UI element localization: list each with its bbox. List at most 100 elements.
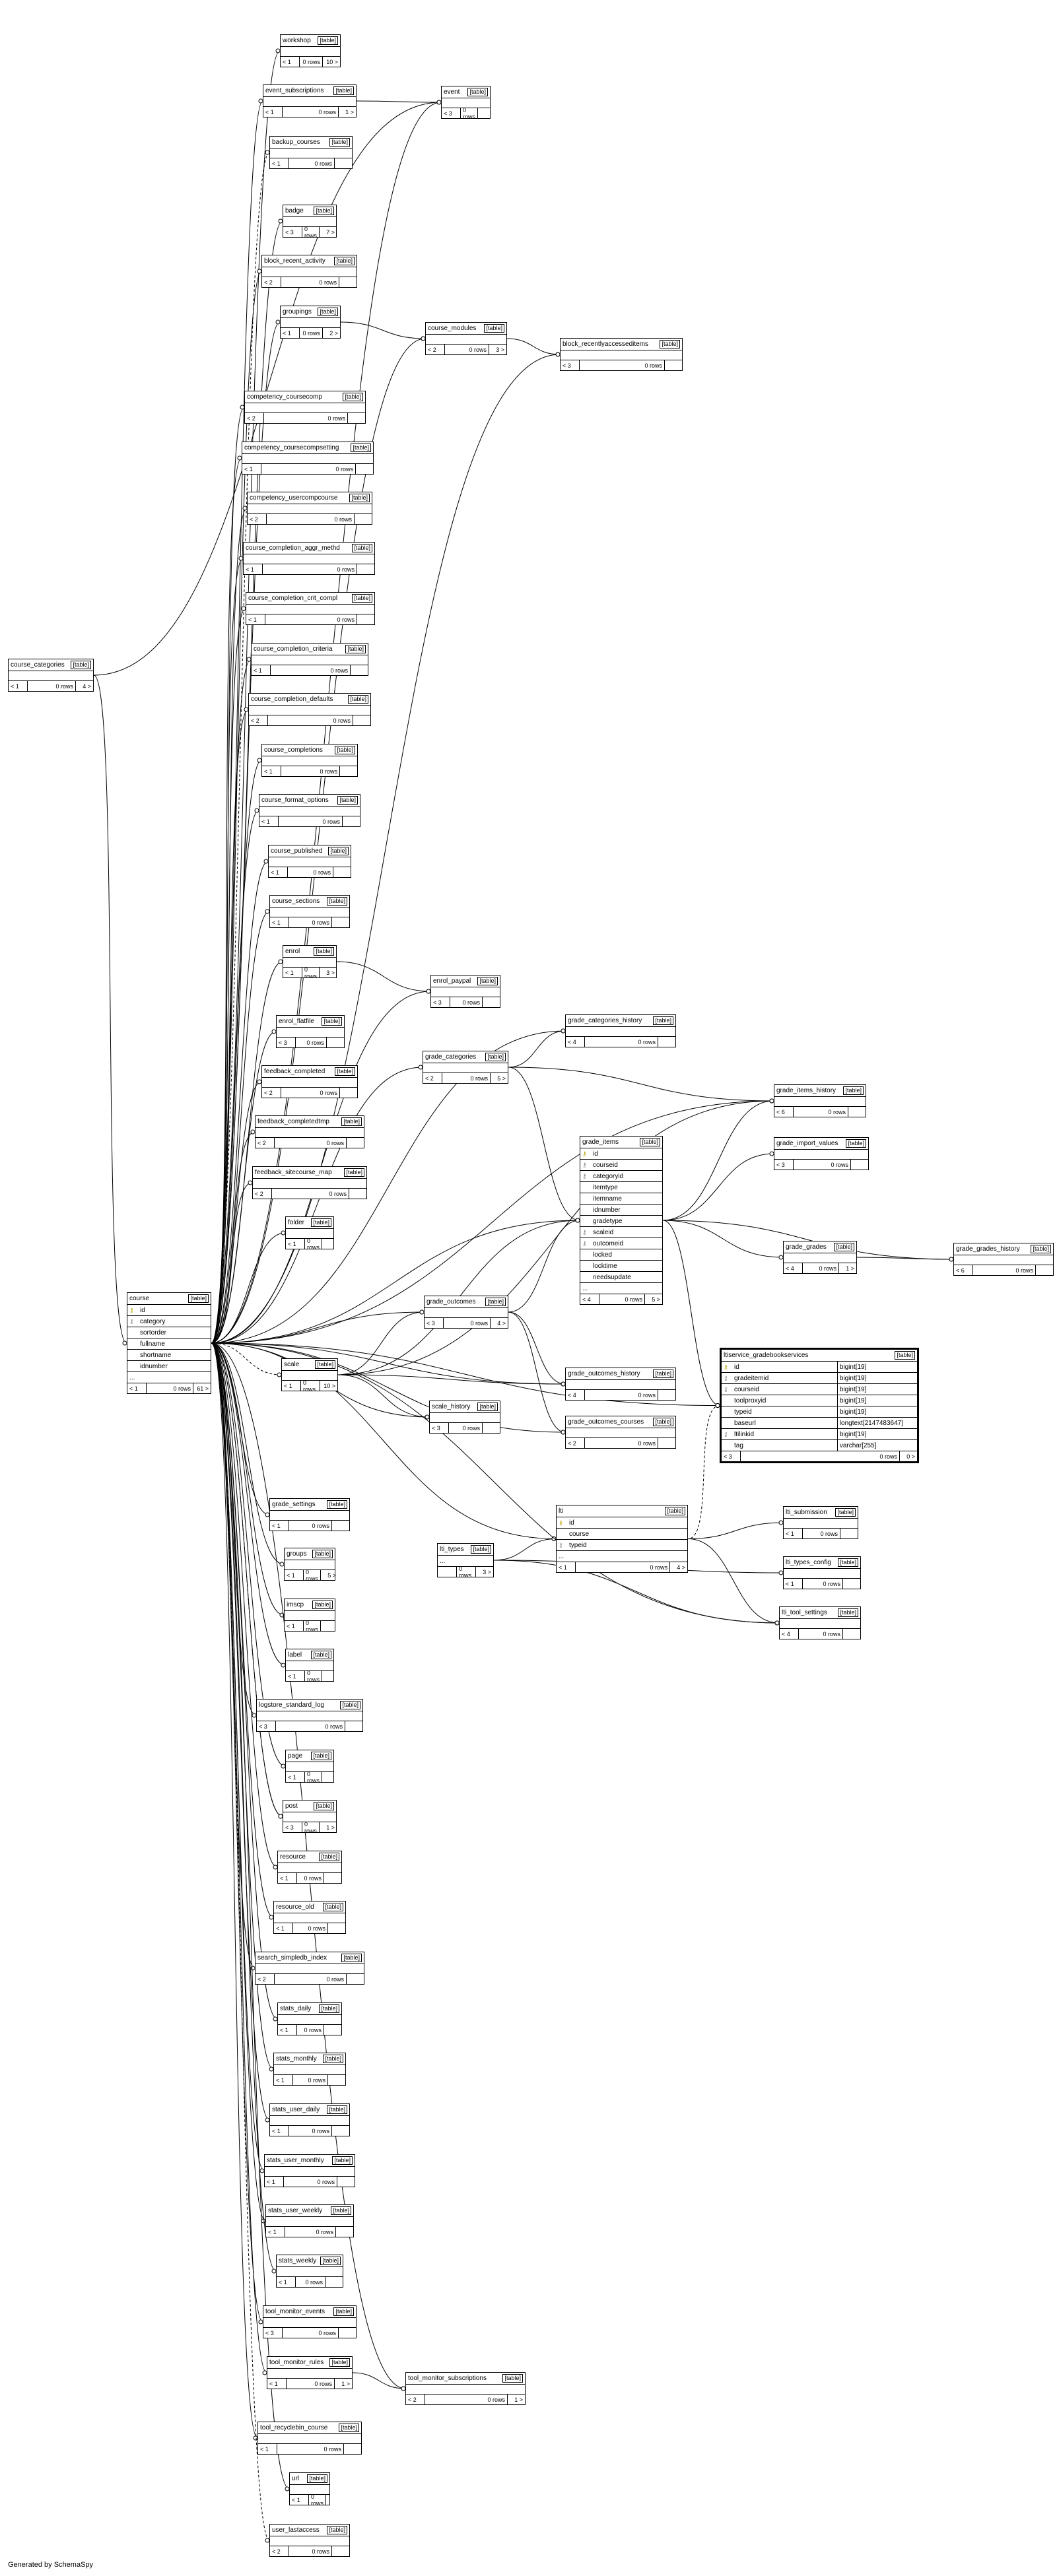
children-link[interactable]: 10 > (326, 58, 338, 65)
parents-link[interactable]: < 3 (774, 1160, 794, 1170)
children-link[interactable] (337, 2177, 355, 2187)
parents-link[interactable]: < 1 (242, 464, 261, 474)
parents-link[interactable]: < 3 (561, 360, 580, 370)
parents-link[interactable]: < 2 (249, 715, 268, 725)
children-link[interactable]: 4 > (677, 1564, 685, 1571)
children-link[interactable]: 1 > (846, 1265, 854, 1272)
parents-link[interactable]: < 1 (270, 2126, 289, 2136)
parents-link[interactable]: < 1 (784, 1579, 803, 1589)
children-link[interactable] (326, 2495, 343, 2505)
parents-link[interactable]: < 3 (283, 1822, 302, 1832)
children-link[interactable] (324, 1873, 341, 1883)
children-link[interactable] (483, 1423, 500, 1433)
children-link[interactable] (335, 158, 352, 168)
parents-link[interactable]: < 1 (252, 665, 271, 675)
parents-link[interactable]: < 2 (245, 413, 264, 423)
parents-link[interactable]: < 1 (270, 917, 289, 927)
children-link[interactable] (348, 413, 365, 423)
children-link[interactable]: 1 > (341, 2380, 350, 2387)
children-link[interactable] (840, 1529, 858, 1538)
parents-link[interactable]: < 3 (430, 1423, 449, 1433)
children-link[interactable] (332, 917, 349, 927)
children-link[interactable] (483, 997, 500, 1007)
children-link[interactable] (851, 1160, 868, 1170)
parents-link[interactable]: < 1 (265, 2177, 284, 2187)
parents-link[interactable]: < 2 (262, 1088, 281, 1098)
children-link[interactable] (658, 1438, 675, 1448)
parents-link[interactable]: < 4 (784, 1263, 803, 1273)
parents-link[interactable]: < 1 (281, 328, 300, 338)
parents-link[interactable]: < 2 (262, 277, 281, 287)
parents-link[interactable]: < 4 (566, 1390, 585, 1400)
children-link[interactable] (344, 2444, 361, 2454)
parents-link[interactable]: < 1 (266, 2227, 285, 2237)
parents-link[interactable]: < 2 (406, 2394, 425, 2404)
children-link[interactable] (343, 816, 360, 826)
children-link[interactable] (347, 1974, 364, 1984)
children-link[interactable]: 0 > (906, 1453, 915, 1460)
children-link[interactable] (843, 1579, 860, 1589)
parents-link[interactable]: < 1 (283, 968, 302, 977)
children-link[interactable] (322, 1239, 339, 1249)
children-link[interactable] (328, 2075, 345, 2085)
children-link[interactable]: 3 > (326, 969, 335, 976)
parents-link[interactable]: < 6 (774, 1107, 794, 1117)
parents-link[interactable]: < 6 (954, 1265, 973, 1275)
children-link[interactable] (357, 614, 374, 624)
children-link[interactable] (333, 867, 351, 877)
children-link[interactable] (332, 2546, 349, 2556)
children-link[interactable] (347, 1138, 364, 1148)
parents-link[interactable]: < 1 (270, 158, 289, 168)
parents-link[interactable]: < 1 (263, 107, 283, 117)
parents-link[interactable]: < 1 (262, 766, 281, 776)
parents-link[interactable]: < 1 (244, 564, 263, 574)
parents-link[interactable]: < 1 (286, 1772, 305, 1782)
children-link[interactable] (345, 1721, 362, 1731)
parents-link[interactable]: < 1 (278, 2025, 297, 2035)
children-link[interactable] (353, 715, 370, 725)
children-link[interactable] (327, 1038, 344, 1047)
parents-link[interactable]: < 1 (258, 2444, 277, 2454)
children-link[interactable] (1036, 1265, 1053, 1275)
parents-link[interactable]: < 2 (426, 345, 445, 354)
parents-link[interactable]: < 1 (278, 1873, 297, 1883)
children-link[interactable]: 61 > (197, 1385, 209, 1392)
children-link[interactable]: 4 > (83, 682, 91, 690)
children-link[interactable]: 2 > (329, 329, 338, 337)
children-link[interactable] (336, 2227, 353, 2237)
children-link[interactable]: 1 > (514, 2396, 523, 2403)
